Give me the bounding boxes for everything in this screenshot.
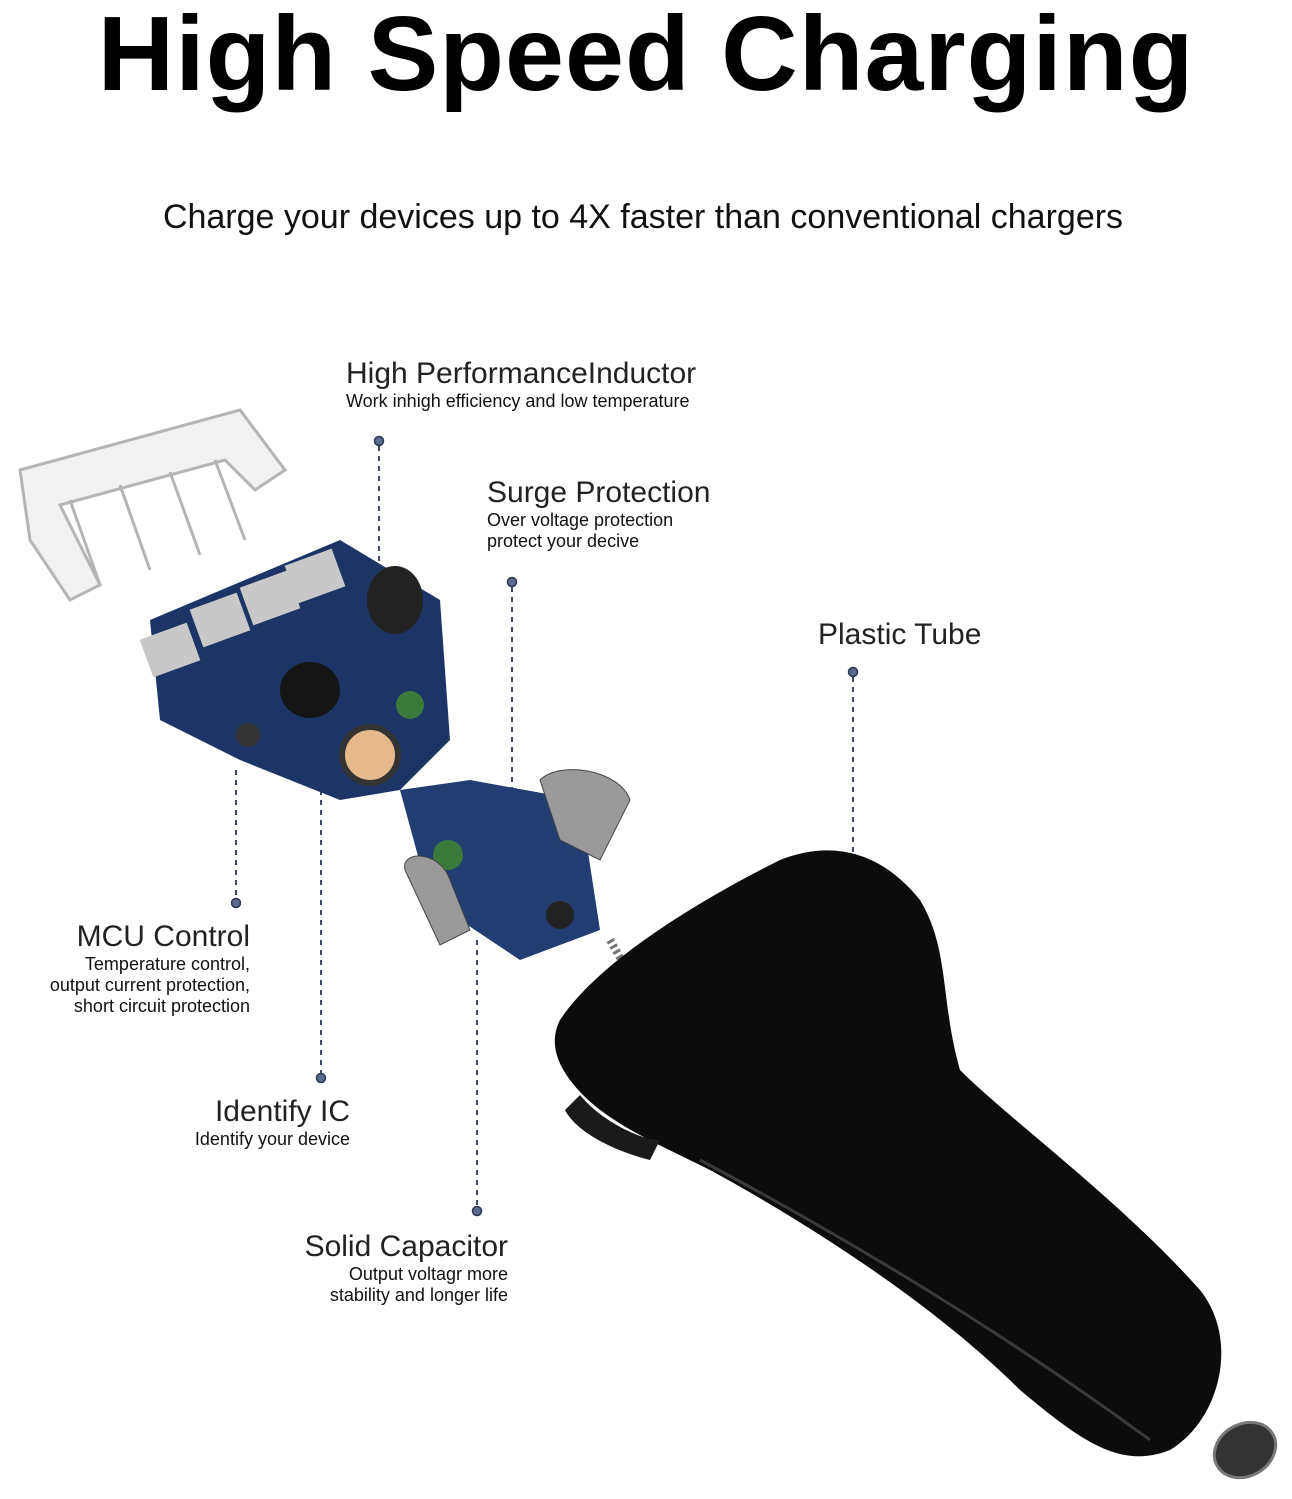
tip-cap	[1212, 1420, 1278, 1480]
callout-desc: protect your decive	[487, 531, 640, 551]
leader-lines	[235, 446, 854, 1206]
callout-title: Plastic Tube	[818, 618, 982, 651]
callout-title: MCU Control	[76, 920, 250, 953]
callout-desc: short circuit protection	[73, 996, 250, 1016]
callout-desc: Output voltagr more	[348, 1264, 508, 1284]
page-title: High Speed Charging	[97, 0, 1195, 113]
callout-title: Surge Protection	[487, 476, 711, 509]
callout-title: Identify IC	[214, 1095, 350, 1128]
page-subtitle: Charge your devices up to 4X faster than…	[162, 198, 1124, 236]
callout-desc: Identify your device	[194, 1129, 350, 1149]
callout-desc: output current protection,	[49, 975, 250, 995]
callout-solid-capacitor: Solid Capacitor Output voltagr more stab…	[305, 1230, 508, 1306]
callout-identify-ic: Identify IC Identify your device	[195, 1095, 350, 1150]
callout-desc: stability and longer life	[329, 1285, 508, 1305]
callout-surge-protection: Surge Protection Over voltage protection…	[487, 476, 710, 552]
plastic-tube-body	[554, 850, 1278, 1480]
callout-inductor: High PerformanceInductor Work inhigh eff…	[346, 357, 696, 412]
pcb-board	[139, 540, 634, 977]
callout-title: Solid Capacitor	[304, 1230, 508, 1263]
callout-desc: Work inhigh efficiency and low temperatu…	[346, 391, 690, 411]
leader-dots	[230, 435, 859, 1217]
callout-plastic-tube: Plastic Tube	[818, 618, 981, 652]
callout-desc: Over voltage protection	[487, 510, 674, 530]
callout-title: High PerformanceInductor	[346, 357, 697, 390]
callout-mcu-control: MCU Control Temperature control, output …	[50, 920, 250, 1017]
callout-desc: Temperature control,	[84, 954, 250, 974]
usb-cage	[18, 408, 288, 602]
